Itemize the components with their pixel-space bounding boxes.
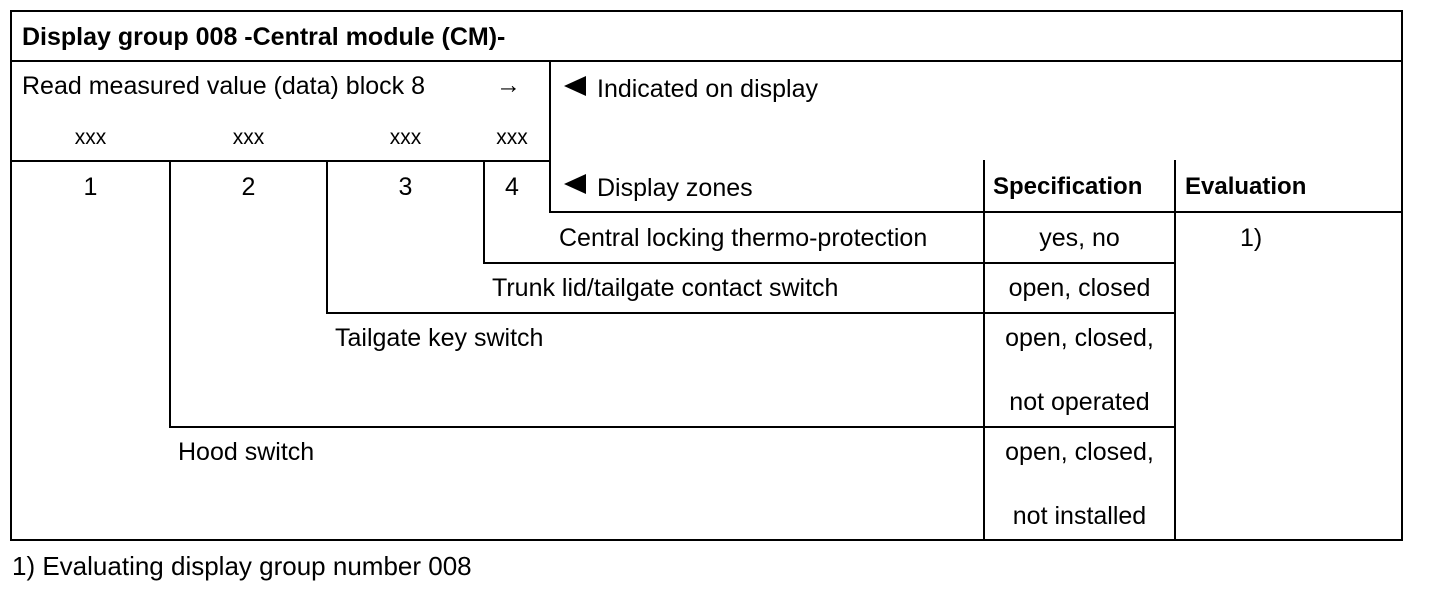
zone-number-4: 4 [505, 173, 519, 201]
row-spec-zone3: open, closed [1008, 274, 1151, 302]
table-border-left [10, 10, 12, 541]
footnote: 1) Evaluating display group number 008 [12, 551, 472, 581]
row-divider-zone2 [169, 426, 1176, 428]
xxx-zone-1: xxx [74, 126, 107, 149]
row-spec-zone1-line1: open, closed, [1005, 438, 1154, 466]
zone-number-1: 1 [83, 173, 98, 201]
xxx-zone-3: xxx [389, 126, 422, 149]
zone-number-2: 2 [241, 173, 256, 201]
row-name-zone4: Central locking thermo-protection [559, 224, 928, 252]
row-spec-zone1-line2: not installed [1012, 502, 1147, 530]
zone-number-3: 3 [398, 173, 413, 201]
title-divider [10, 60, 1403, 62]
table-border-top [10, 10, 1403, 12]
row-name-zone2: Tailgate key switch [335, 324, 544, 352]
row-name-zone3: Trunk lid/tailgate contact switch [492, 274, 839, 302]
row-divider-zone3 [326, 312, 1176, 314]
indicated-label: Indicated on display [597, 75, 818, 103]
xxx-zone-2: xxx [232, 126, 265, 149]
spec-left-border [983, 160, 985, 541]
readblock-divider [10, 160, 551, 162]
spec-right-border [1174, 160, 1176, 541]
zone1-right-border [169, 160, 171, 428]
header-divider [549, 211, 1401, 213]
zone3-right-border [483, 160, 485, 264]
row-spec-zone4: yes, no [1039, 224, 1120, 252]
readblock-right-border [549, 60, 551, 213]
zone2-right-border [326, 160, 328, 314]
row-name-zone1: Hood switch [178, 438, 315, 466]
eval-header: Evaluation [1185, 173, 1307, 200]
row-divider-zone4 [483, 262, 1176, 264]
row-spec-zone2-line1: open, closed, [1005, 324, 1154, 352]
xxx-zone-4: xxx [496, 126, 528, 149]
triangle-left-icon [564, 174, 586, 194]
table-border-right [1401, 10, 1403, 541]
row-spec-zone2-line2: not operated [1009, 388, 1150, 416]
display-zones-label: Display zones [597, 174, 753, 202]
read-block-label: Read measured value (data) block 8 [22, 72, 426, 100]
table-title: Display group 008 -Central module (CM)- [22, 23, 506, 51]
arrow-right-icon: → [496, 71, 521, 99]
spec-header: Specification [993, 173, 1143, 200]
table-border-bottom [10, 539, 1403, 541]
row-eval-zone4: 1) [1240, 224, 1263, 252]
triangle-left-icon [564, 76, 586, 96]
